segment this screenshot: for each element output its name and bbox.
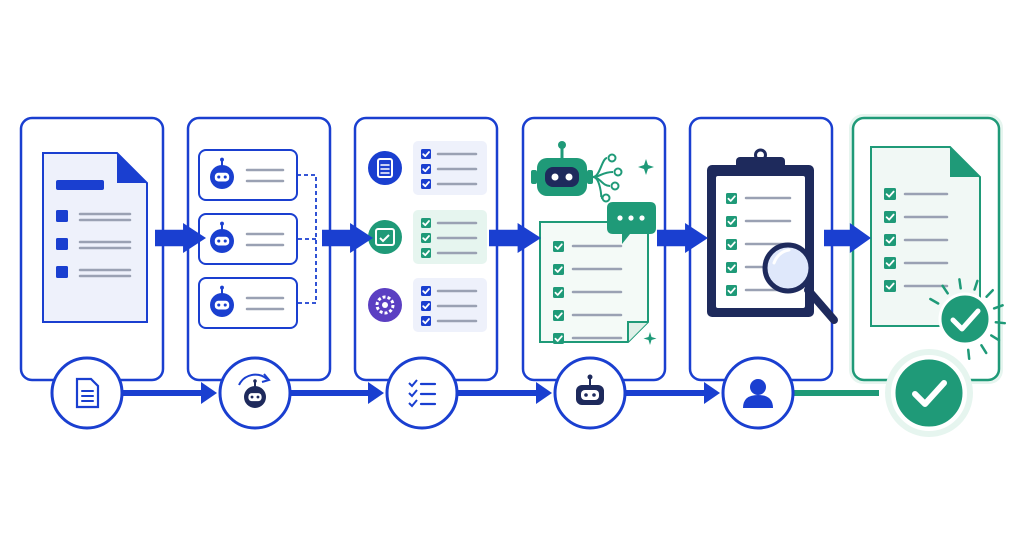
robot-icon <box>244 379 266 408</box>
bottom-timeline <box>123 382 879 404</box>
checklist-icon <box>408 379 437 408</box>
timeline-arrow <box>458 382 552 404</box>
clipboard-magnifier <box>707 148 838 324</box>
check-circle-icon <box>929 278 1007 361</box>
arrow-icon <box>824 223 871 253</box>
arrow-icon <box>322 223 373 253</box>
stage-document-input-badge <box>50 356 124 430</box>
document-icon <box>870 146 981 327</box>
stage-ai-processing-badge <box>553 356 627 430</box>
document-icon <box>75 377 100 409</box>
robot-icon <box>576 374 604 405</box>
clipboard-icon <box>707 148 814 317</box>
agent-row <box>198 277 298 329</box>
timeline-arrow <box>291 382 384 404</box>
approved-document <box>870 146 1007 361</box>
calendar-check-icon <box>368 220 402 254</box>
arrow-icon <box>155 223 206 253</box>
stage-task-checklists-badge <box>385 356 459 430</box>
robot-icon <box>531 141 593 196</box>
sparkle-icon <box>643 332 657 345</box>
arrow-icon <box>657 223 708 253</box>
stage-badges <box>50 349 973 437</box>
agent-row <box>198 149 298 201</box>
arrow-icon <box>489 223 541 253</box>
document-icon <box>42 152 148 323</box>
clipboard-icon <box>368 151 402 185</box>
checklist-group <box>368 210 487 264</box>
robot-chat-checklist <box>531 141 657 345</box>
checklist-document <box>539 221 649 344</box>
chat-bubble-icon <box>607 202 656 244</box>
gear-icon <box>368 288 402 322</box>
person-icon <box>743 379 773 408</box>
robot-icon <box>210 221 234 253</box>
robot-icon <box>210 157 234 189</box>
robot-cycle-icon <box>238 373 271 408</box>
checklist-group <box>368 141 487 195</box>
agent-list <box>198 149 317 329</box>
timeline-arrow <box>626 382 720 404</box>
stage-human-review-badge <box>721 356 795 430</box>
agent-row <box>198 213 298 265</box>
magnifier-icon <box>762 242 838 324</box>
stage-connectors <box>155 223 871 253</box>
checklist-group <box>368 278 487 332</box>
stage-cards <box>19 114 1007 384</box>
robot-icon <box>210 285 234 317</box>
network-icon <box>592 153 623 203</box>
category-checklists <box>368 141 487 332</box>
stage-approved-badge <box>885 349 973 437</box>
check-circle-icon <box>912 380 947 407</box>
stage-multi-agent-badge <box>218 356 292 430</box>
timeline-arrow <box>123 382 217 404</box>
sparkle-icon <box>638 159 654 175</box>
